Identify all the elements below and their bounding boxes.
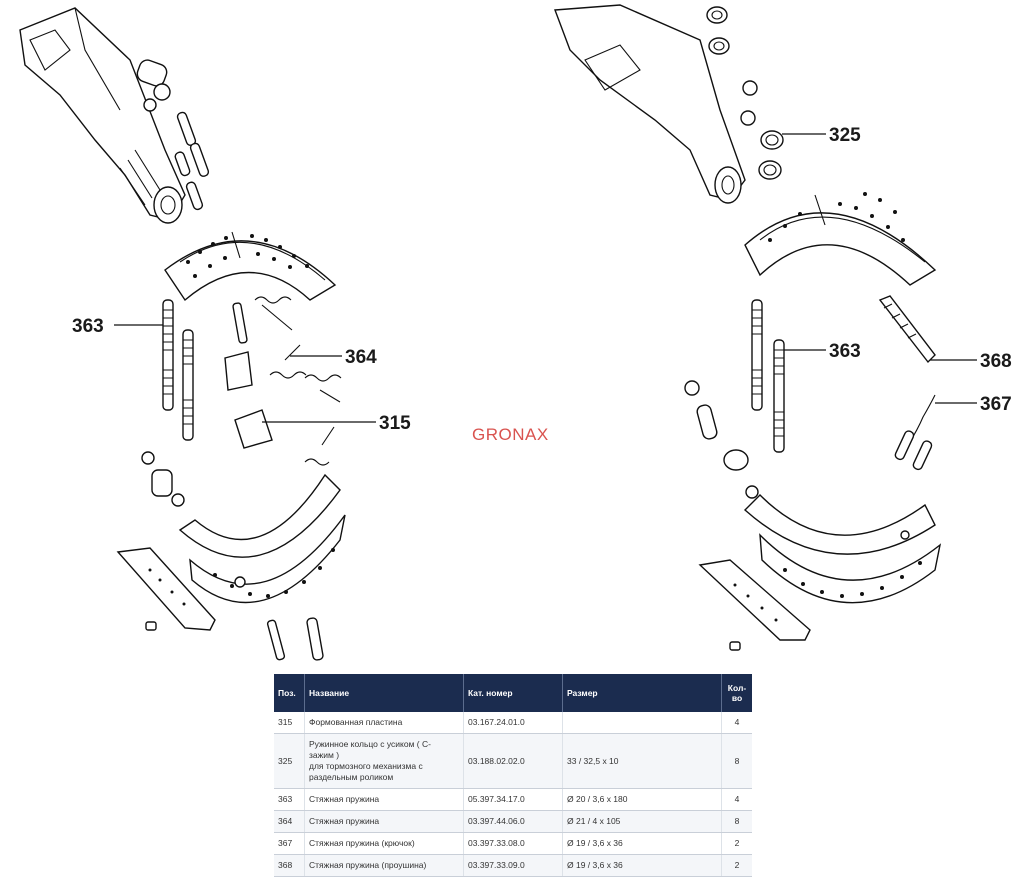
- left-axle-housing: [19, 7, 186, 224]
- cell-catalog-number: 03.167.24.01.0: [463, 712, 563, 734]
- name-line: для тормозного механизма с: [309, 761, 423, 771]
- cell-quantity: 2: [721, 832, 752, 855]
- table-row: 363 Стяжная пружина 05.397.34.17.0 Ø 20 …: [274, 788, 752, 811]
- table-row: 325 Ружинное кольцо с усиком ( С- зажим …: [274, 733, 752, 789]
- table-row: 367 Стяжная пружина (крючок) 03.397.33.0…: [274, 832, 752, 855]
- svg-text:363: 363: [829, 341, 861, 362]
- cell-catalog-number: 03.397.44.06.0: [463, 810, 563, 833]
- right-spring-367: [894, 394, 936, 471]
- header-catalog-number: Кат. номер: [463, 674, 563, 712]
- name-line: Стяжная пружина: [309, 816, 380, 826]
- parts-table: Поз. Название Кат. номер Размер Кол-во 3…: [274, 674, 752, 877]
- svg-text:363: 363: [72, 316, 104, 337]
- cell-name: Ружинное кольцо с усиком ( С- зажим ) дл…: [304, 733, 464, 789]
- table-row: 368 Стяжная пружина (проушина) 03.397.33…: [274, 854, 752, 877]
- callout-right-325: 325: [782, 125, 861, 146]
- cell-size: [562, 712, 722, 734]
- callout-right-367: 367: [935, 394, 1012, 415]
- name-line: раздельным роликом: [309, 772, 394, 782]
- callout-left-315: 315: [262, 413, 411, 434]
- left-spring-363: [162, 299, 194, 441]
- left-lower-shoe: [178, 473, 346, 604]
- cell-size: Ø 21 / 4 x 105: [562, 810, 722, 833]
- svg-text:367: 367: [980, 394, 1012, 415]
- cell-quantity: 2: [721, 854, 752, 877]
- cell-quantity: 8: [721, 733, 752, 789]
- callout-right-368: 368: [930, 351, 1012, 372]
- name-line: Стяжная пружина (крючок): [309, 838, 415, 848]
- callout-left-363: 363: [72, 316, 163, 337]
- right-axle-housing: [554, 4, 758, 204]
- table-header-row: Поз. Название Кат. номер Размер Кол-во: [274, 674, 752, 712]
- name-line: зажим ): [309, 750, 340, 760]
- cell-catalog-number: 03.397.33.09.0: [463, 854, 563, 877]
- cell-name: Стяжная пружина (крючок): [304, 832, 464, 855]
- cell-size: Ø 19 / 3,6 x 36: [562, 854, 722, 877]
- name-line: Ружинное кольцо с усиком ( С-: [309, 739, 431, 749]
- right-spring-368: [878, 295, 936, 364]
- cell-size: Ø 19 / 3,6 x 36: [562, 832, 722, 855]
- right-lower-shoe: [743, 494, 942, 604]
- cell-quantity: 4: [721, 712, 752, 734]
- header-quantity: Кол-во: [721, 674, 752, 712]
- watermark: GRONAX: [472, 425, 549, 444]
- left-assembly: [19, 7, 346, 661]
- right-upper-shoe: [744, 192, 937, 286]
- right-pins: [684, 380, 759, 499]
- cell-pos: 364: [274, 810, 305, 833]
- cell-size: 33 / 32,5 x 10: [562, 733, 722, 789]
- cell-catalog-number: 05.397.34.17.0: [463, 788, 563, 811]
- right-spring-363: [751, 299, 785, 453]
- header-pos: Поз.: [274, 674, 305, 712]
- cell-pos: 368: [274, 854, 305, 877]
- header-size: Размер: [562, 674, 722, 712]
- right-lining-plate: [698, 559, 811, 651]
- svg-text:368: 368: [980, 351, 1012, 372]
- left-upper-shoe: [164, 231, 337, 302]
- left-spring-364: [232, 296, 342, 466]
- cell-quantity: 8: [721, 810, 752, 833]
- name-line: Стяжная пружина: [309, 794, 380, 804]
- table-row: 315 Формованная пластина 03.167.24.01.0 …: [274, 712, 752, 734]
- left-lining-plate: [116, 547, 216, 631]
- cell-pos: 363: [274, 788, 305, 811]
- cell-name: Формованная пластина: [304, 712, 464, 734]
- cell-quantity: 4: [721, 788, 752, 811]
- header-name: Название: [304, 674, 464, 712]
- right-rings-325: [706, 6, 784, 180]
- table-row: 364 Стяжная пружина 03.397.44.06.0 Ø 21 …: [274, 810, 752, 833]
- cell-pos: 325: [274, 733, 305, 789]
- svg-text:325: 325: [829, 125, 861, 146]
- cell-name: Стяжная пружина (проушина): [304, 854, 464, 877]
- name-line: Стяжная пружина (проушина): [309, 860, 427, 870]
- cell-pos: 367: [274, 832, 305, 855]
- callout-right-363: 363: [784, 341, 861, 362]
- cell-catalog-number: 03.397.33.08.0: [463, 832, 563, 855]
- left-pins: [174, 111, 210, 211]
- cell-size: Ø 20 / 3,6 x 180: [562, 788, 722, 811]
- cell-name: Стяжная пружина: [304, 810, 464, 833]
- cell-name: Стяжная пружина: [304, 788, 464, 811]
- exploded-brake-diagram: 363 364 315 325 363 368 367 GRONAX: [19, 4, 1012, 661]
- svg-text:364: 364: [345, 347, 377, 368]
- cell-catalog-number: 03.188.02.02.0: [463, 733, 563, 789]
- right-assembly: [554, 4, 942, 651]
- callout-left-364: 364: [290, 347, 377, 368]
- cell-pos: 315: [274, 712, 305, 734]
- name-line: Формованная пластина: [309, 717, 403, 727]
- left-plate-315: [224, 351, 273, 449]
- svg-text:315: 315: [379, 413, 411, 434]
